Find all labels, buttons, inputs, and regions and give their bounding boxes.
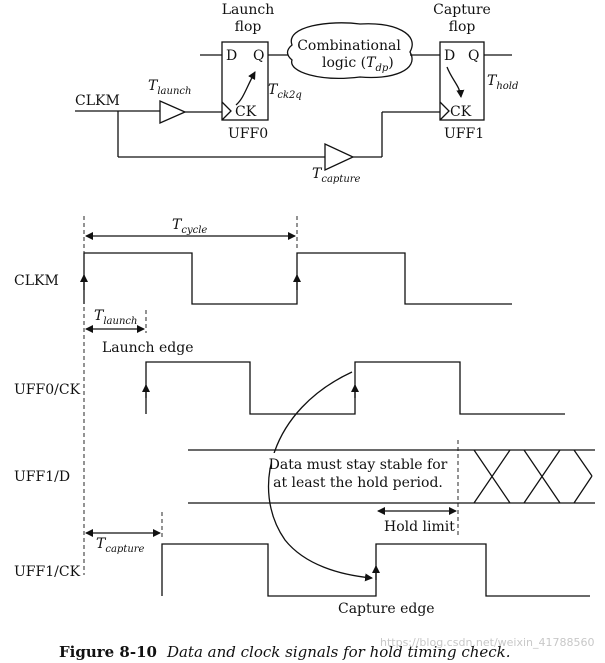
uff1-flop (439, 41, 485, 121)
stable-note-bg (272, 453, 444, 495)
uff1-d-pin: D (444, 48, 455, 64)
capture-buffer (324, 142, 355, 172)
clkm-waveform (83, 252, 512, 305)
circuit-schematic (75, 22, 512, 172)
uff0-ck-waveform (145, 361, 565, 415)
clkm-label: CLKM (75, 93, 120, 109)
uff0-d-pin: D (226, 48, 237, 64)
stable-note-line-2: at least the hold period. (273, 475, 443, 491)
t-cycle-label: Tcycle (172, 217, 207, 236)
uff0-flop (221, 41, 269, 121)
hold-limit-label: Hold limit (384, 519, 455, 535)
launch-edge-label: Launch edge (102, 340, 193, 356)
timing-waveforms (80, 216, 595, 597)
launch-to-capture-arrow (267, 371, 373, 582)
hold-arrow (446, 66, 465, 98)
t-launch-label: Tlaunch (148, 78, 191, 97)
capture-flop-title-2: flop (449, 19, 476, 35)
signal-label-uff1-d: UFF1/D (14, 469, 70, 485)
t-capture-timing-label: Tcapture (96, 536, 145, 555)
timing-labels: CLKM UFF0/CK UFF1/D UFF1/CK Tcycle Tlaun… (14, 217, 455, 617)
watermark: https://blog.csdn.net/weixin_41788560 (380, 636, 595, 649)
stable-note-line-1: Data must stay stable for (269, 457, 448, 473)
capture-flop-title-1: Capture (433, 2, 491, 18)
signal-label-uff1-ck: UFF1/CK (14, 564, 81, 580)
uff1-ck-pin: CK (450, 104, 472, 120)
comb-logic-cloud (286, 22, 413, 79)
uff0-label: UFF0 (228, 126, 268, 142)
t-capture-label: Tcapture (312, 166, 361, 185)
uff1-q-pin: Q (468, 48, 479, 64)
uff0-ck-pin: CK (235, 104, 257, 120)
t-launch-timing-label: Tlaunch (94, 308, 137, 327)
ck2q-arrow (235, 71, 256, 106)
uff0-q-pin: Q (253, 48, 264, 64)
signal-label-clkm: CLKM (14, 273, 59, 289)
t-hold-label: Thold (487, 73, 518, 92)
uff1-label: UFF1 (444, 126, 484, 142)
comb-logic-line-1: Combinational (297, 38, 401, 54)
uff1-d-transitions (458, 449, 595, 504)
capture-edge-label: Capture edge (338, 601, 435, 617)
t-ck2q-label: Tck2q (268, 82, 302, 101)
launch-buffer (159, 100, 187, 124)
circuit-labels: Launch flop Capture flop D Q CK UFF0 D Q… (75, 2, 518, 185)
uff1-ck-waveform (161, 543, 590, 597)
launch-flop-title-1: Launch (222, 2, 275, 18)
signal-label-uff0-ck: UFF0/CK (14, 382, 81, 398)
comb-logic-line-2: logic (Tdp) (322, 55, 394, 74)
launch-flop-title-2: flop (235, 19, 262, 35)
